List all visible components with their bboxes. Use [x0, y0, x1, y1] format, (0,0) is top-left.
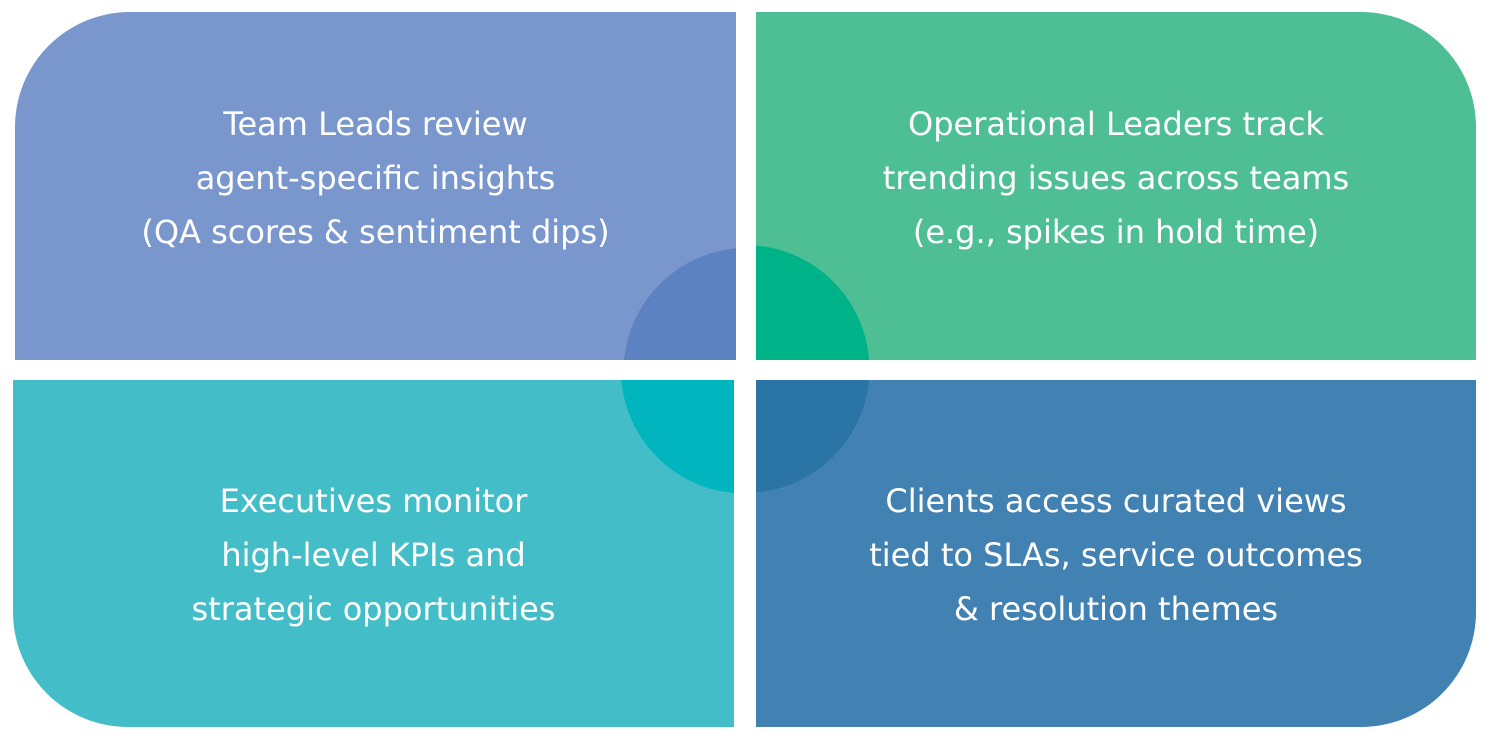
quadrant-executives-text: Executives monitor high-level KPIs and s… — [191, 481, 556, 628]
quadrant-clients: Clients access curated views tied to SLA… — [756, 380, 1476, 727]
quadrant-executives: Executives monitor high-level KPIs and s… — [13, 380, 734, 727]
quadrant-clients-text: Clients access curated views tied to SLA… — [869, 481, 1363, 628]
quadrant-team-leads: Team Leads review agent-specific insight… — [15, 12, 736, 360]
quadrant-operational-leaders: Operational Leaders track trending issue… — [756, 12, 1476, 360]
quadrant-team-leads-text: Team Leads review agent-specific insight… — [141, 105, 610, 251]
quadrant-operational-leaders-text: Operational Leaders track trending issue… — [882, 105, 1350, 251]
